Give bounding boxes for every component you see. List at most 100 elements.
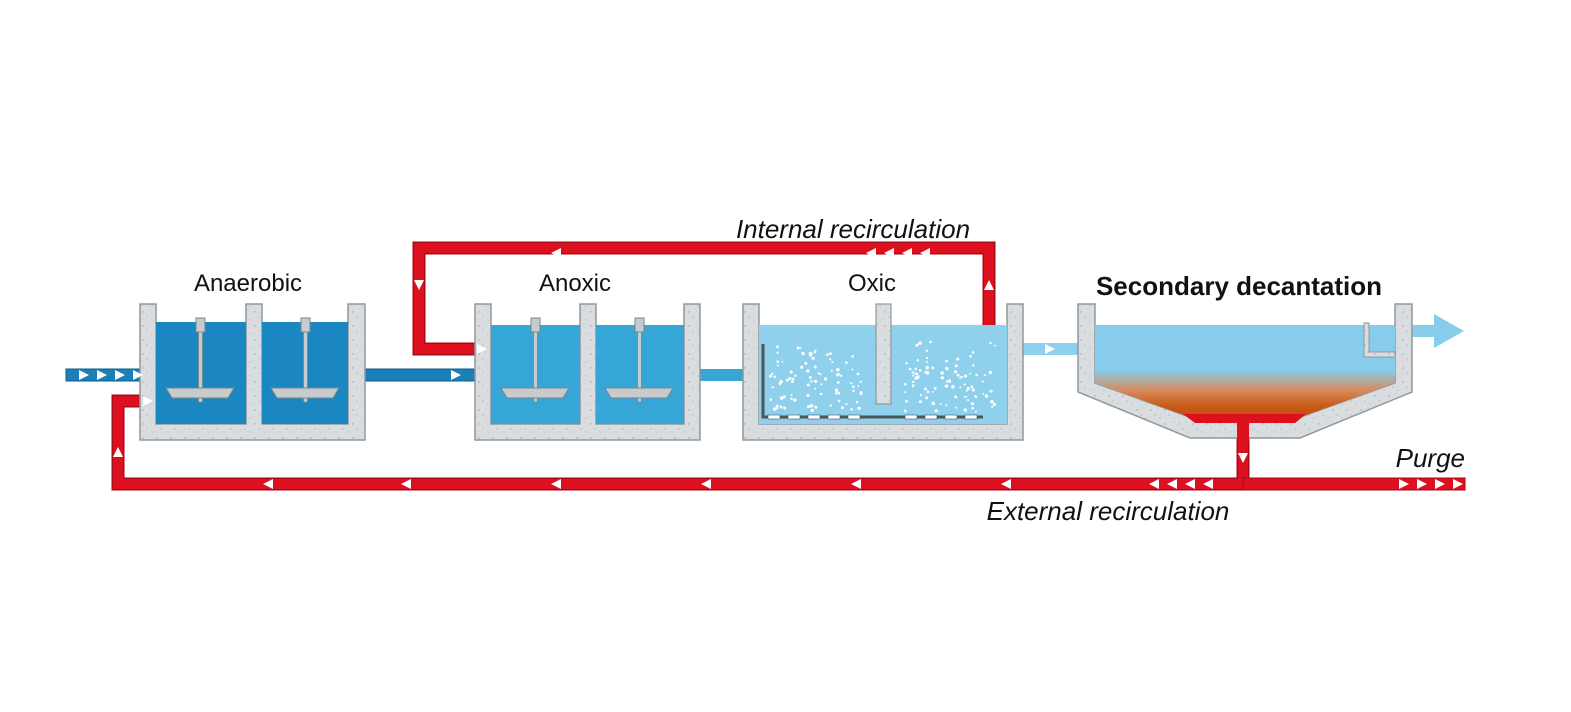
air-bubble [925,356,929,360]
diffuser [847,414,861,420]
flow-arrowhead [451,370,461,380]
air-bubble [925,366,930,370]
air-bubble [915,343,919,347]
air-bubble [989,389,992,392]
air-bubble [918,400,922,404]
air-bubbles [769,340,997,413]
air-bubble [972,364,975,367]
air-bubble [855,400,859,404]
flow-arrowhead [1417,479,1427,489]
diffuser [924,414,938,420]
air-bubble [945,380,949,383]
air-bubble [857,406,861,411]
label-anoxic: Anoxic [539,270,611,297]
air-bubble [948,380,952,383]
air-bubble [931,366,935,370]
air-bubble [829,358,832,361]
air-bubble [810,408,814,413]
flow-arrowhead [113,447,123,457]
flow-arrowhead [1435,479,1445,489]
air-bubble [778,382,782,386]
air-bubble [783,406,787,410]
flow-arrowhead [1238,453,1248,463]
air-bubble [905,362,908,365]
air-bubble [925,371,930,375]
air-bubble [837,391,841,395]
air-bubble [817,372,820,375]
air-bubble [929,340,932,344]
air-bubble [945,404,948,407]
air-bubble [993,344,996,347]
flow-arrowhead [851,479,861,489]
air-bubble [925,360,928,363]
air-bubble [781,360,784,363]
flow-arrowhead [1001,479,1011,489]
diffuser [787,414,801,420]
anaerobic-to-anoxic-pipe [359,368,491,382]
air-bubble [963,374,968,378]
air-bubble [911,380,915,384]
air-bubble [813,365,817,369]
air-bubble [954,364,958,368]
air-bubble [806,383,810,387]
air-bubble [984,394,989,398]
label-secondary-decantation: Secondary decantation [1096,271,1382,301]
air-bubble [983,374,987,377]
air-bubble [908,367,912,371]
flow-arrowhead [1399,479,1409,489]
flow-arrowhead [115,370,125,380]
flow-arrows [79,248,1463,489]
flow-arrowhead [1045,344,1055,354]
air-bubble [814,387,817,390]
air-bubble [789,370,793,374]
air-bubble [971,351,975,354]
air-bubble [981,380,984,383]
air-bubble [841,406,844,410]
air-bubble [911,385,915,388]
air-bubble [829,404,832,407]
oxic-baffle [875,303,892,405]
air-bubble [834,392,838,395]
air-bubble [834,388,839,393]
air-bubble [918,341,922,345]
air-bubble [989,341,992,345]
flow-arrowhead [884,248,894,258]
air-bubble [905,399,908,403]
air-bubble [836,381,840,384]
mixer-icon [270,317,340,403]
air-bubble [963,395,966,398]
air-bubble [823,377,828,381]
flow-arrowhead [920,248,930,258]
air-bubble [770,372,774,376]
diffuser [904,414,918,420]
air-bubble [970,385,974,389]
flow-arrowhead [477,344,487,354]
air-bubble [776,351,779,354]
air-bubble [982,393,985,395]
air-bubble [990,400,994,404]
air-bubble [926,390,930,394]
air-bubble [801,351,805,356]
air-bubble [809,376,812,379]
air-bubble [918,369,922,372]
air-bubble [860,393,863,396]
air-bubble [915,372,919,376]
air-bubble [811,356,815,360]
air-bubble [859,380,862,383]
air-bubble [786,378,789,382]
air-bubble [791,380,794,383]
air-bubble [771,386,774,389]
effluent-weir [1363,322,1396,358]
anaerobic-tank [139,303,366,441]
air-bubble [808,351,813,356]
air-bubble [925,396,929,400]
air-bubble [813,379,818,383]
aeration-diffuser-icon [761,344,983,420]
flow-arrowhead [984,280,994,290]
air-bubble [851,368,854,371]
air-bubble [850,382,853,385]
air-bubble [776,360,780,364]
air-bubble [790,397,793,400]
air-bubble [819,373,822,376]
air-bubble [813,350,817,354]
